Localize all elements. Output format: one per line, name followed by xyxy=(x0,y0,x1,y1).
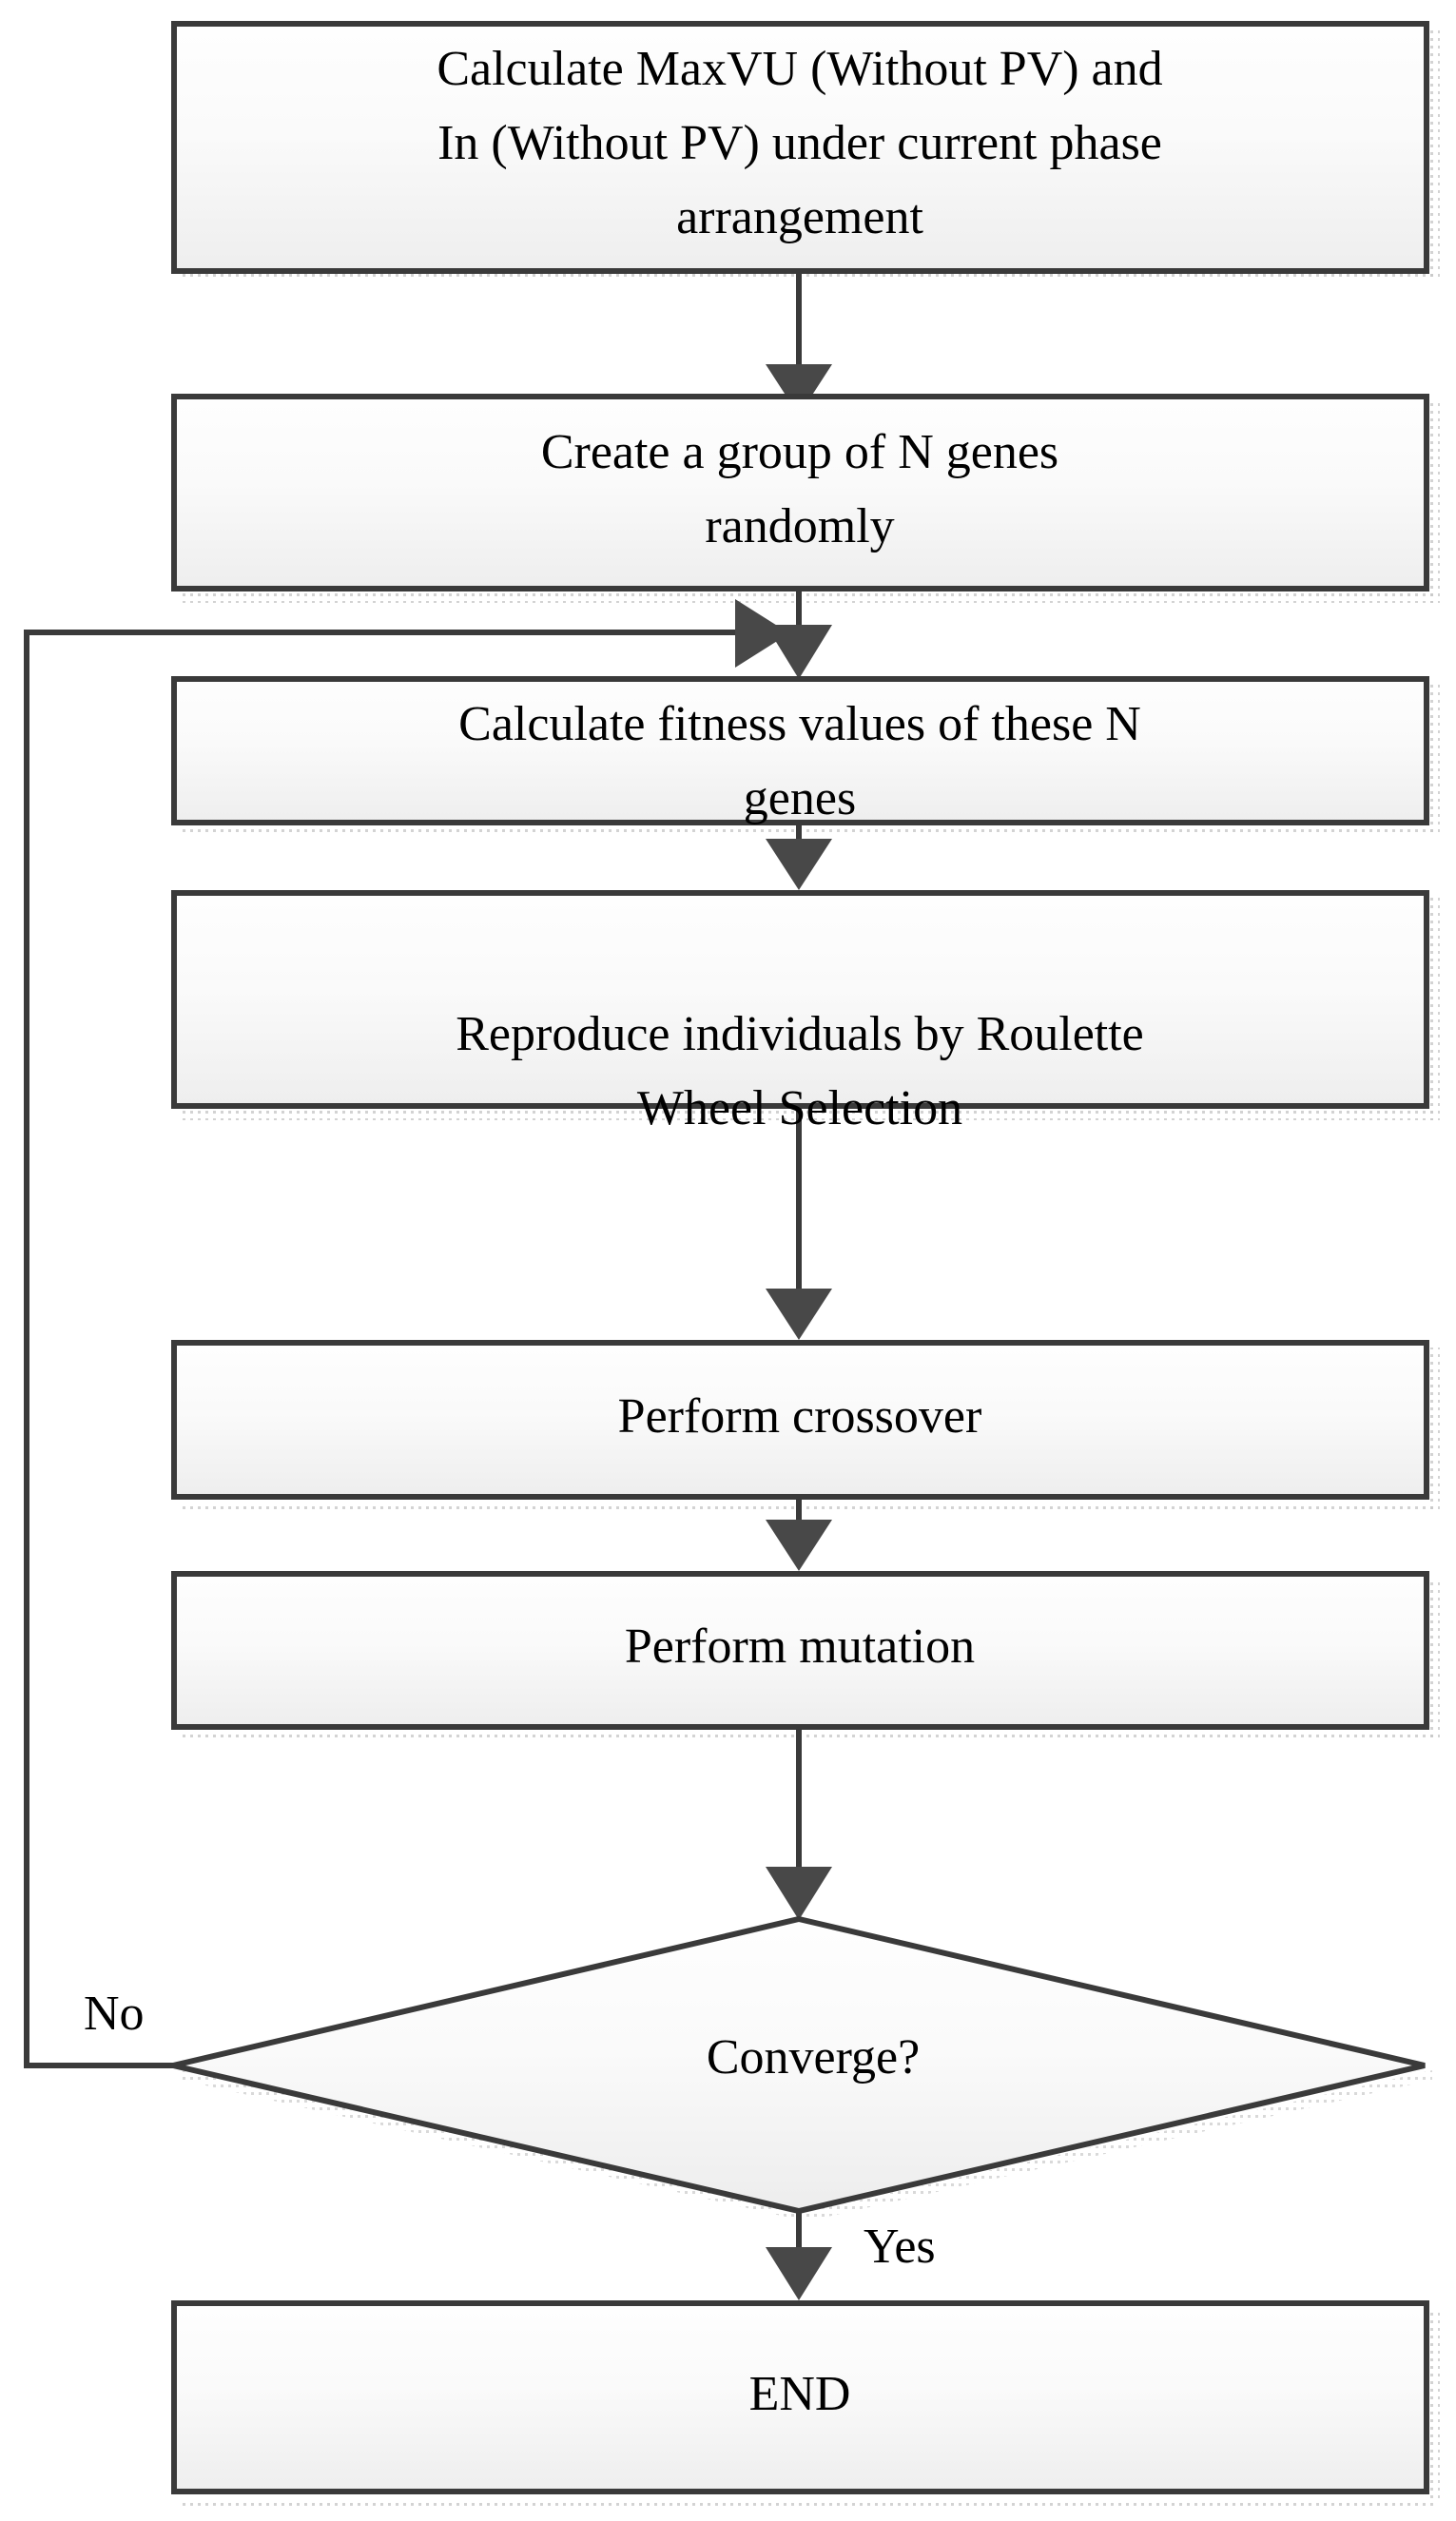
arrow-head-feedback-loop xyxy=(735,599,789,668)
node-mutation-shape xyxy=(171,1571,1429,1730)
node-reproduce-line-2: Wheel Selection xyxy=(637,1081,962,1135)
node-reproduce-shape xyxy=(171,890,1429,1109)
node-crossover-line-1: Perform crossover xyxy=(618,1389,982,1444)
arrow-head-to-crossover xyxy=(766,1289,832,1340)
node-calc-maxvu-line-2: In (Without PV) under current phase xyxy=(437,116,1162,170)
connector-feedback-loop xyxy=(24,630,735,2068)
connector-layer xyxy=(24,270,832,2300)
edge-label-no: No xyxy=(84,1987,145,2041)
node-calc-fitness[interactable]: Calculate fitness values of these N gene… xyxy=(171,676,1429,825)
arrow-head-to-calc-fitness xyxy=(766,625,832,679)
node-end[interactable]: END xyxy=(171,2300,1429,2494)
node-reproduce[interactable]: Reproduce individuals by Roulette Wheel … xyxy=(171,890,1429,1135)
edge-label-yes: Yes xyxy=(864,2220,936,2274)
node-crossover-shape xyxy=(171,1340,1429,1500)
node-calc-fitness-shape xyxy=(171,676,1429,825)
node-end-shape xyxy=(171,2300,1429,2494)
node-create-genes-line-2: randomly xyxy=(705,499,894,553)
node-crossover[interactable]: Perform crossover xyxy=(171,1340,1429,1500)
node-calc-maxvu-line-1: Calculate MaxVU (Without PV) and xyxy=(437,42,1162,96)
node-calc-fitness-line-2: genes xyxy=(744,771,856,825)
node-calc-maxvu-line-3: arrangement xyxy=(676,190,923,244)
node-converge[interactable]: Converge? xyxy=(172,1915,1426,2215)
node-calc-maxvu[interactable]: Calculate MaxVU (Without PV) and In (Wit… xyxy=(171,21,1429,274)
node-mutation-line-1: Perform mutation xyxy=(625,1619,975,1674)
arrow-head-to-end xyxy=(766,2247,832,2300)
node-calc-maxvu-shape xyxy=(171,21,1429,274)
arrow-head-to-create-genes xyxy=(766,364,832,416)
node-create-genes[interactable]: Create a group of N genes randomly xyxy=(171,394,1429,591)
arrow-head-to-mutation xyxy=(766,1520,832,1571)
node-create-genes-line-1: Create a group of N genes xyxy=(541,425,1058,479)
node-converge-line-1: Converge? xyxy=(707,2030,920,2085)
node-create-genes-shape xyxy=(171,394,1429,591)
node-reproduce-line-1: Reproduce individuals by Roulette xyxy=(456,1007,1144,1061)
node-end-line-1: END xyxy=(749,2367,851,2421)
arrow-head-to-reproduce xyxy=(766,839,832,890)
shadow-layer xyxy=(179,29,1440,2509)
arrow-head-to-converge xyxy=(766,1867,832,1920)
node-converge-shape xyxy=(172,1915,1426,2215)
node-mutation[interactable]: Perform mutation xyxy=(171,1571,1429,1730)
node-calc-fitness-line-1: Calculate fitness values of these N xyxy=(458,697,1141,751)
